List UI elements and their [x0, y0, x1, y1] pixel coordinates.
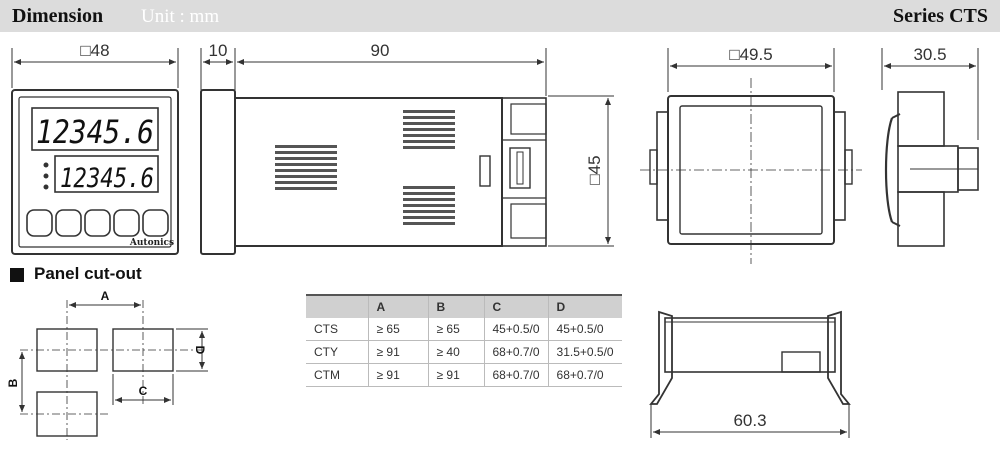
side-view: [200, 48, 614, 255]
side-vent-grille-center: [275, 145, 337, 190]
panel-cutout-title: Panel cut-out: [34, 264, 142, 283]
table-row: CTS ≥ 65 ≥ 65 45+0.5/0 45+0.5/0: [306, 318, 622, 341]
table-header-d: D: [547, 294, 622, 318]
table-cell: CTS: [306, 318, 368, 341]
depth-body-label: 90: [371, 41, 390, 60]
series-title: Series CTS: [893, 5, 988, 27]
bracket-front-view: [640, 48, 862, 264]
cutout-spec-table: A B C D CTS ≥ 65 ≥ 65 45+0.5/0 45+0.5/0 …: [306, 294, 622, 387]
table-cell: CTY: [306, 340, 368, 364]
cutout-label-b: B: [6, 378, 20, 387]
brand-logo: Autonics: [129, 238, 174, 248]
bracket-bottom-view: [649, 310, 851, 438]
side-vent-grille-top: [403, 110, 455, 149]
table-row: CTM ≥ 91 ≥ 91 68+0.7/0 68+0.7/0: [306, 363, 622, 387]
table-header-row: A B C D: [306, 294, 622, 318]
table-cell: ≥ 65: [427, 318, 484, 341]
table-cell: 68+0.7/0: [483, 363, 549, 387]
front-width-label: □48: [80, 41, 109, 60]
display-bottom: 12345.6: [60, 163, 154, 194]
front-view: [11, 48, 179, 255]
table-cell: 68+0.7/0: [547, 363, 622, 387]
bracket-side-view: [881, 48, 979, 247]
table-header-c: C: [483, 294, 549, 318]
side-vent-grille-bottom: [403, 186, 455, 225]
table-cell: ≥ 91: [367, 340, 428, 364]
header-bar: Dimension Unit : mm Series CTS: [0, 0, 1000, 32]
table-cell: 68+0.7/0: [483, 340, 549, 364]
table-cell: ≥ 91: [367, 363, 428, 387]
cutout-label-d: D: [193, 346, 207, 355]
section-bullet: [10, 268, 24, 282]
height-label: □45: [585, 155, 604, 184]
depth-front-label: 10: [209, 41, 228, 60]
unit-label: Unit : mm: [141, 6, 220, 27]
cutout-label-c: C: [139, 384, 148, 398]
table-header-b: B: [427, 294, 484, 318]
table-header-model: [306, 294, 368, 318]
dimension-title: Dimension: [12, 5, 104, 27]
table-cell: 31.5+0.5/0: [547, 340, 622, 364]
bracket-width-label: □49.5: [729, 45, 772, 64]
cutout-label-a: A: [101, 289, 110, 303]
table-cell: CTM: [306, 363, 368, 387]
table-cell: 45+0.5/0: [483, 318, 549, 341]
table-cell: 45+0.5/0: [547, 318, 622, 341]
table-cell: ≥ 65: [367, 318, 428, 341]
table-row: CTY ≥ 91 ≥ 40 68+0.7/0 31.5+0.5/0: [306, 340, 622, 364]
bracket-bottom-width-label: 60.3: [733, 411, 766, 430]
panel-cutout-drawing: [19, 300, 208, 440]
table-cell: ≥ 40: [427, 340, 484, 364]
bracket-depth-label: 30.5: [913, 45, 946, 64]
display-top: 12345.6: [36, 113, 154, 151]
table-cell: ≥ 91: [427, 363, 484, 387]
table-header-a: A: [367, 294, 428, 318]
